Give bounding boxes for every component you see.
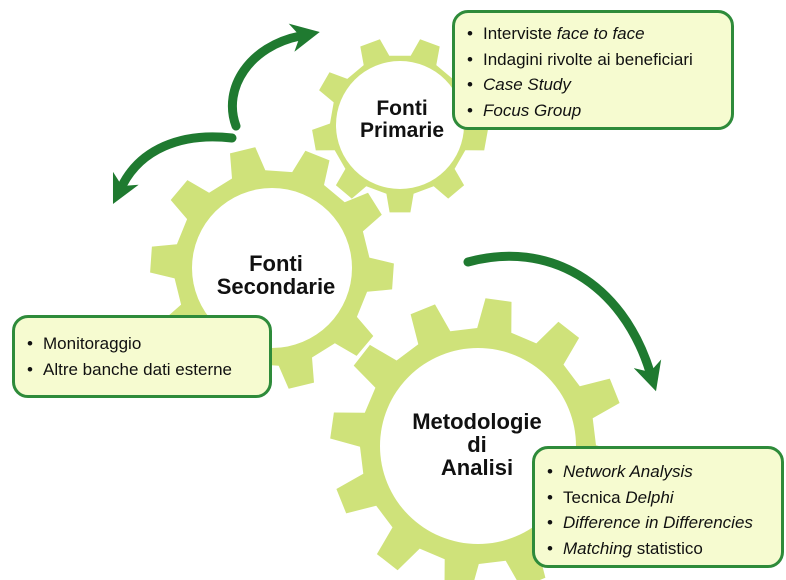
- gear-label-line: di: [467, 432, 487, 458]
- list-item-text: Indagini rivolte ai beneficiari: [483, 49, 693, 69]
- list-item-text: Altre banche dati esterne: [43, 359, 233, 379]
- list-item-text: Difference in Differencies: [563, 513, 753, 533]
- bullet-list: Network AnalysisTecnica DelphiDifference…: [545, 459, 773, 561]
- gear-secondarie-center: [192, 188, 352, 348]
- gear-primarie-center: [336, 61, 464, 189]
- box-metodologie-analisi: Network AnalysisTecnica DelphiDifference…: [532, 446, 784, 568]
- gear-label-line: Fonti: [249, 251, 303, 276]
- list-item-text: Case Study: [483, 75, 571, 95]
- arrow-top: [227, 23, 320, 131]
- list-item: Indagini rivolte ai beneficiari: [465, 47, 721, 73]
- list-item-text: statistico: [631, 538, 703, 558]
- list-item-text: Network Analysis: [563, 462, 693, 481]
- list-item-text: Focus Group: [483, 100, 582, 120]
- list-item: Matching statistico: [545, 536, 773, 562]
- gear-label-primarie: Fonti Primarie: [336, 97, 468, 143]
- list-item-text: Interviste: [483, 24, 557, 43]
- box-fonti-secondarie: MonitoraggioAltre banche dati esterne: [12, 315, 272, 398]
- list-item: Altre banche dati esterne: [25, 357, 259, 383]
- arrow-right: [463, 251, 662, 392]
- list-item: Monitoraggio: [25, 331, 259, 357]
- gear-metodologie-center: [380, 348, 576, 544]
- list-item-text: Tecnica: [563, 487, 626, 507]
- list-item-text: Delphi: [625, 487, 674, 507]
- gear-label-metodologie: Metodologie di Analisi: [396, 410, 558, 479]
- arrow-left: [112, 132, 237, 205]
- gear-label-secondarie: Fonti Secondarie: [196, 252, 356, 298]
- gear-label-line: Analisi: [440, 455, 514, 481]
- gear-label-line: Fonti: [376, 97, 428, 120]
- gear-label-line: Primarie: [359, 119, 445, 143]
- gear-label-line: Metodologie: [412, 409, 542, 434]
- list-item: Network Analysis: [545, 459, 773, 485]
- list-item: Difference in Differencies: [545, 510, 773, 536]
- gear-label-line: Secondarie: [216, 274, 336, 300]
- bullet-list: MonitoraggioAltre banche dati esterne: [25, 331, 259, 382]
- list-item: Case Study: [465, 72, 721, 98]
- box-fonti-primarie: Interviste face to faceIndagini rivolte …: [452, 10, 734, 130]
- list-item-text: face to face: [556, 24, 645, 43]
- bullet-list: Interviste face to faceIndagini rivolte …: [465, 21, 721, 123]
- list-item: Interviste face to face: [465, 21, 721, 47]
- list-item: Focus Group: [465, 98, 721, 124]
- list-item-text: Monitoraggio: [43, 334, 142, 353]
- list-item-text: Matching: [563, 538, 632, 558]
- list-item: Tecnica Delphi: [545, 485, 773, 511]
